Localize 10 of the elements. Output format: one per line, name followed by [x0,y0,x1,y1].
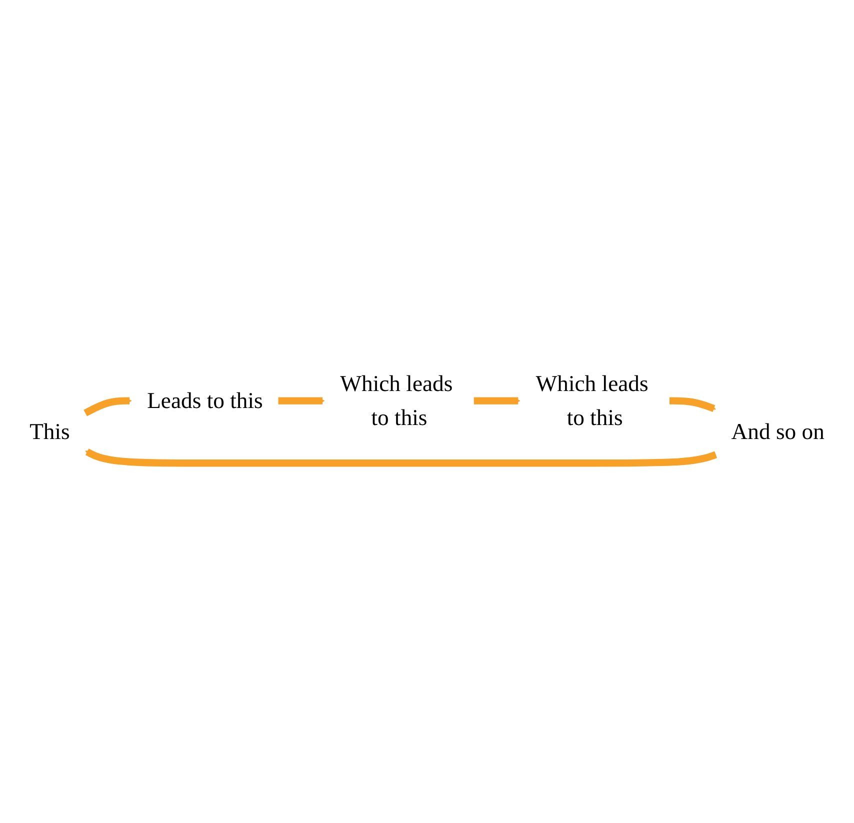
node-text: And so on [731,419,824,445]
node-text: Which leads to this [340,371,453,431]
arrow [84,398,132,417]
arrow [85,448,718,468]
arrow [278,398,325,405]
arrow [474,398,520,405]
arrow [670,398,716,412]
node-text: Leads to this [147,388,263,414]
node-text: This [30,419,70,445]
node-text: Which leads to this [536,371,648,431]
